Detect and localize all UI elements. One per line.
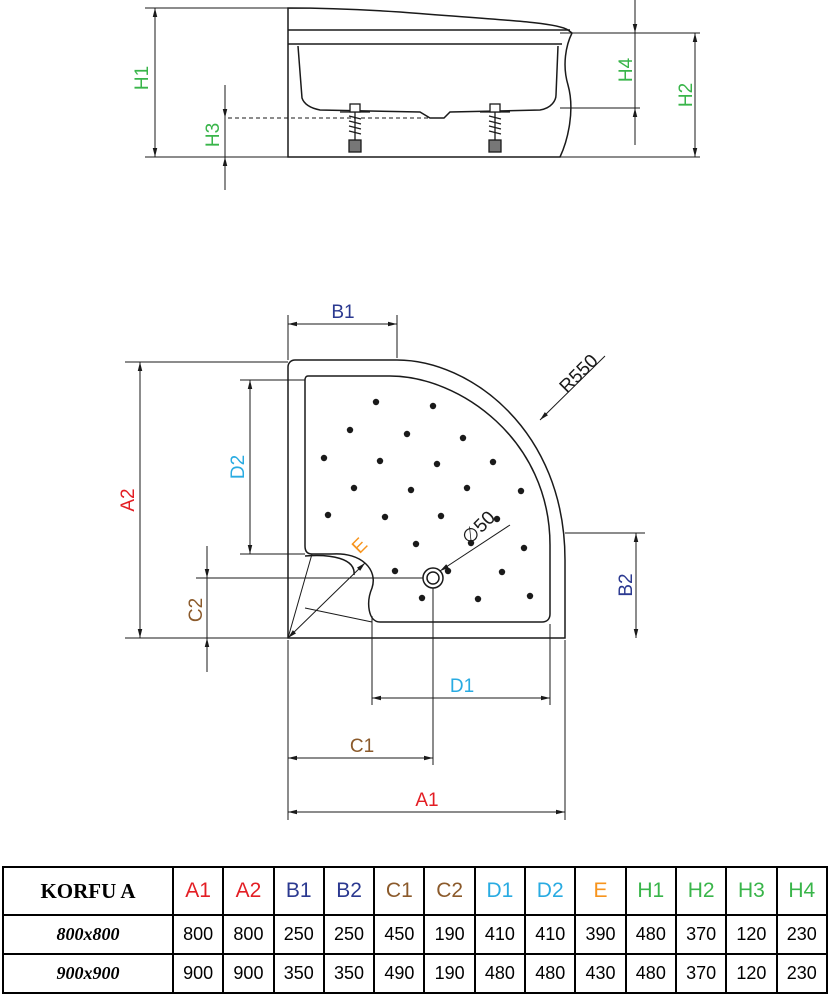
label-b1: B1 xyxy=(331,302,354,323)
column-header: A1 xyxy=(171,866,225,916)
tray-side-outline xyxy=(287,7,573,158)
value-cell: 480 xyxy=(524,953,577,994)
label-radius: R550 xyxy=(556,351,603,398)
value-cell: 370 xyxy=(674,914,728,955)
value-cell: 120 xyxy=(725,914,778,955)
value-cell: 800 xyxy=(171,914,225,955)
value-cell: 250 xyxy=(272,914,325,955)
label-h3: H3 xyxy=(203,123,224,147)
value-cell: 900 xyxy=(222,953,275,994)
column-header: D1 xyxy=(473,866,527,916)
value-cell: 120 xyxy=(725,953,778,994)
value-cell: 450 xyxy=(373,914,426,955)
top-view-dimensions xyxy=(125,315,645,820)
column-header: A2 xyxy=(222,866,275,916)
value-cell: 190 xyxy=(423,953,476,994)
label-d2: D2 xyxy=(228,455,249,479)
label-drain-diameter: ∅50 xyxy=(458,507,499,548)
value-cell: 250 xyxy=(322,914,376,955)
label-h1: H1 xyxy=(132,66,153,90)
column-header: H1 xyxy=(624,866,677,916)
value-cell: 350 xyxy=(322,953,376,994)
value-cell: 350 xyxy=(272,953,325,994)
label-a2: A2 xyxy=(118,488,139,511)
value-cell: 490 xyxy=(373,953,426,994)
value-cell: 900 xyxy=(171,953,225,994)
value-cell: 480 xyxy=(473,953,527,994)
value-cell: 480 xyxy=(624,953,677,994)
column-header: H3 xyxy=(725,866,778,916)
tray-outline xyxy=(288,324,565,638)
value-cell: 230 xyxy=(775,914,829,955)
label-d1: D1 xyxy=(450,676,474,697)
value-cell: 410 xyxy=(524,914,577,955)
column-header: B1 xyxy=(272,866,325,916)
value-cell: 480 xyxy=(624,914,677,955)
column-header: B2 xyxy=(322,866,376,916)
column-header: H2 xyxy=(674,866,728,916)
column-header: H4 xyxy=(775,866,829,916)
column-header: C1 xyxy=(373,866,426,916)
column-header: E xyxy=(574,866,627,916)
value-cell: 800 xyxy=(222,914,275,955)
value-cell: 390 xyxy=(574,914,627,955)
value-cell: 190 xyxy=(423,914,476,955)
label-c2: C2 xyxy=(186,598,207,622)
value-cell: 430 xyxy=(574,953,627,994)
label-e: E xyxy=(348,534,372,558)
label-b2: B2 xyxy=(616,573,637,596)
technical-drawing: H1 H3 H4 H2 xyxy=(118,0,700,820)
adjustable-feet xyxy=(340,103,510,153)
label-a1: A1 xyxy=(415,790,438,811)
side-view xyxy=(145,0,700,190)
value-cell: 370 xyxy=(674,953,728,994)
top-view xyxy=(287,324,566,639)
column-header: C2 xyxy=(423,866,476,916)
model-name: KORFU A xyxy=(2,866,174,916)
inner-basin xyxy=(304,375,551,623)
value-cell: 230 xyxy=(775,953,829,994)
size-cell: 900x900 xyxy=(2,953,174,994)
label-c1: C1 xyxy=(350,736,374,757)
size-cell: 800x800 xyxy=(2,914,174,955)
label-h4: H4 xyxy=(616,57,637,82)
perforation-dots xyxy=(320,398,534,603)
column-header: D2 xyxy=(524,866,577,916)
value-cell: 410 xyxy=(473,914,527,955)
label-h2: H2 xyxy=(676,83,697,107)
